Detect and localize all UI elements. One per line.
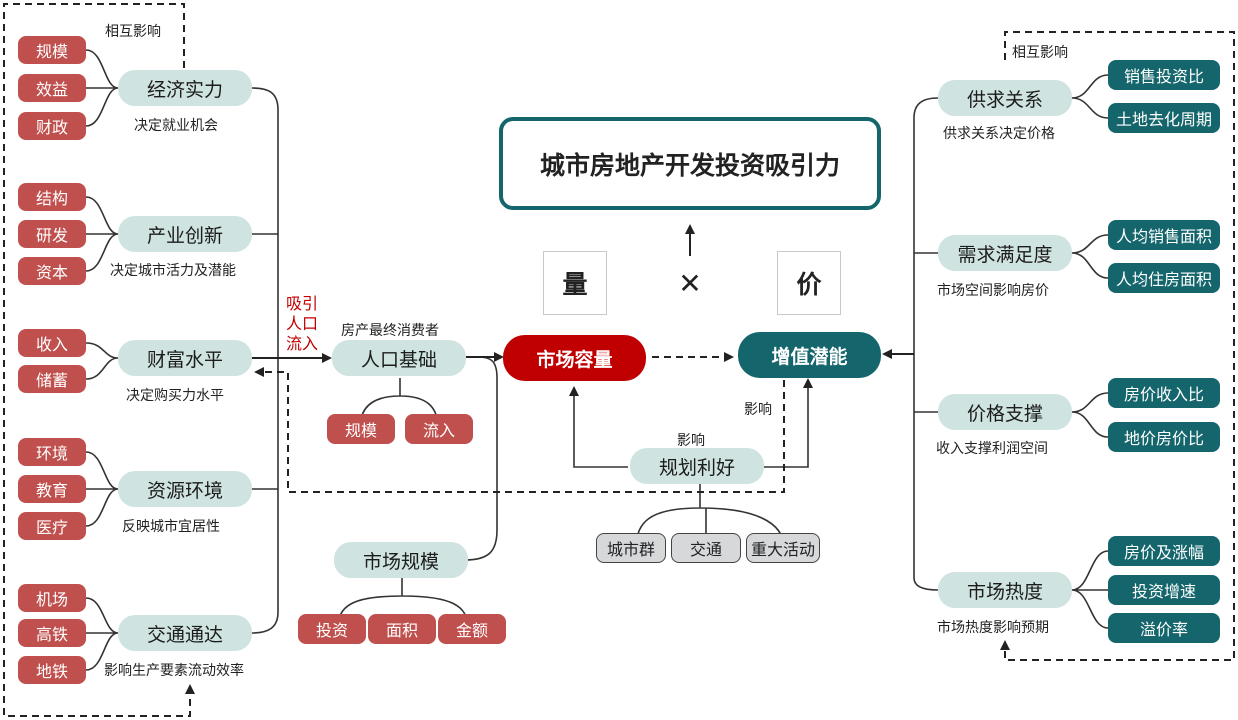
quantity-box: 量 [543,251,607,315]
leaf-investment: 投资 [298,614,366,644]
leaf-environment: 环境 [18,438,86,466]
leaf-structure: 结构 [18,183,86,211]
desc-population: 房产最终消费者 [341,323,439,339]
planning-influence-top: 影响 [677,433,705,449]
node-market-heat: 市场热度 [938,572,1072,608]
leaf-city-cluster: 城市群 [596,533,666,563]
node-transport: 交通通达 [118,615,252,651]
desc-supply: 供求关系决定价格 [943,126,1055,142]
node-market-scale: 市场规模 [334,542,468,578]
node-resources: 资源环境 [118,471,252,507]
leaf-benefit: 效益 [18,74,86,102]
leaf-per-capita-sales: 人均销售面积 [1108,220,1220,250]
node-industry: 产业创新 [118,216,252,252]
node-population: 人口基础 [332,340,466,376]
leaf-pop-inflow: 流入 [405,414,473,444]
leaf-sales-investment-ratio: 销售投资比 [1108,60,1220,90]
desc-transport: 影响生产要素流动效率 [104,663,244,679]
title-box: 城市房地产开发投资吸引力 [499,117,881,210]
desc-resources: 反映城市宜居性 [122,519,220,535]
leaf-pop-scale: 规模 [327,414,395,444]
desc-economy: 决定就业机会 [134,118,218,134]
node-demand: 需求满足度 [938,235,1072,271]
attract-line-2: 人口 [286,314,319,333]
left-mutual-influence: 相互影响 [105,24,161,40]
leaf-land-house-ratio: 地价房价比 [1108,422,1220,452]
attract-line-3: 流入 [286,334,319,353]
leaf-amount: 金额 [438,614,506,644]
right-mutual-influence: 相互影响 [1012,45,1068,61]
leaf-finance: 财政 [18,112,86,140]
leaf-traffic: 交通 [671,533,741,563]
planning-influence-side: 影响 [744,402,772,418]
node-supply: 供求关系 [938,80,1072,116]
leaf-investment-growth: 投资增速 [1108,575,1220,605]
leaf-savings: 储蓄 [18,365,86,393]
leaf-airport: 机场 [18,584,86,612]
leaf-research: 研发 [18,220,86,248]
leaf-subway: 地铁 [18,656,86,684]
node-price-support: 价格支撑 [938,394,1072,430]
leaf-price-income-ratio: 房价收入比 [1108,378,1220,408]
desc-price-support: 收入支撑利润空间 [936,441,1048,457]
leaf-per-capita-housing: 人均住房面积 [1108,263,1220,293]
leaf-highspeed-rail: 高铁 [18,619,86,647]
node-wealth: 财富水平 [118,340,252,376]
leaf-price-growth: 房价及涨幅 [1108,536,1220,566]
desc-market-heat: 市场热度影响预期 [937,620,1049,636]
leaf-capital: 资本 [18,257,86,285]
times-sign: ✕ [678,266,702,300]
node-planning: 规划利好 [630,448,764,484]
price-box: 价 [777,251,841,315]
leaf-major-events: 重大活动 [746,533,820,563]
attract-label: 吸引 人口 流入 [286,294,318,354]
node-economy: 经济实力 [118,70,252,106]
market-capacity-node: 市场容量 [503,335,646,381]
desc-industry: 决定城市活力及潜能 [110,263,236,279]
value-potential-node: 增值潜能 [738,332,881,378]
leaf-income: 收入 [18,329,86,357]
attract-line-1: 吸引 [286,294,319,313]
leaf-education: 教育 [18,475,86,503]
leaf-area: 面积 [368,614,436,644]
leaf-medical: 医疗 [18,512,86,540]
desc-wealth: 决定购买力水平 [126,388,224,404]
leaf-land-cycle: 土地去化周期 [1108,103,1220,133]
leaf-premium-rate: 溢价率 [1108,613,1220,643]
leaf-scale: 规模 [18,36,86,64]
desc-demand: 市场空间影响房价 [937,283,1049,299]
